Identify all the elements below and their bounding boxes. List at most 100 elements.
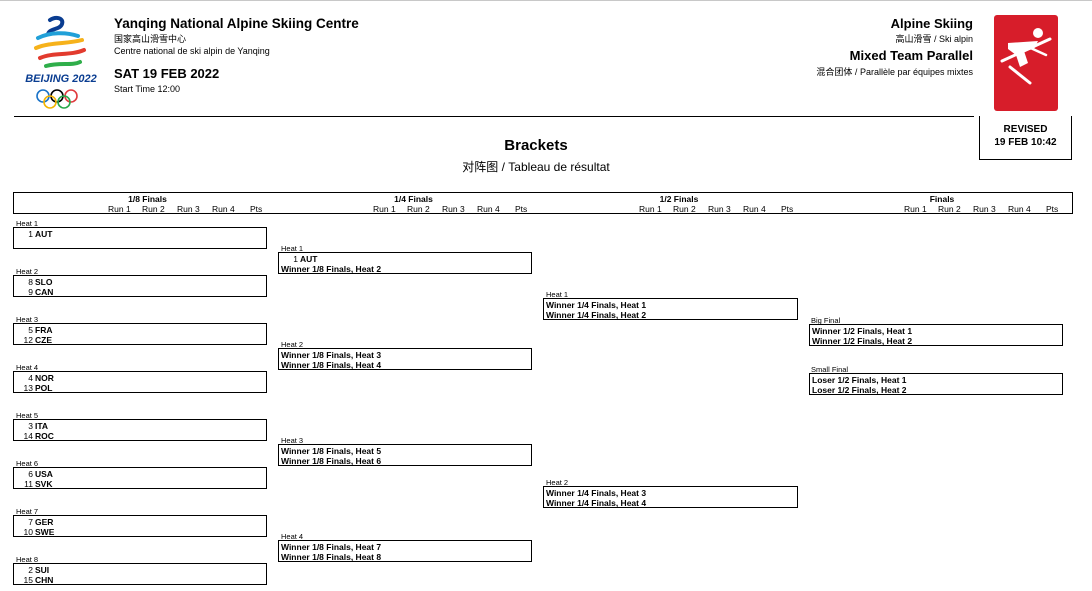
team: Loser 1/2 Finals, Heat 1 bbox=[812, 375, 907, 385]
col-header: Run 3 bbox=[177, 204, 200, 214]
team: CAN bbox=[35, 287, 54, 297]
col-header: Pts bbox=[1046, 204, 1059, 214]
sport-pictogram bbox=[994, 15, 1058, 111]
olympic-emblem-icon: BEIJING 2022 bbox=[25, 15, 97, 109]
alpine-skier-icon bbox=[1000, 28, 1052, 85]
col-header: Run 1 bbox=[108, 204, 131, 214]
revised-time: 19 FEB 10:42 bbox=[994, 137, 1057, 148]
seed: 11 bbox=[24, 479, 33, 489]
sport-title-fr: Ski alpin bbox=[938, 34, 973, 44]
col-header: Run 2 bbox=[673, 204, 696, 214]
competitor-line: Winner 1/8 Finals, Heat 7 bbox=[279, 542, 531, 552]
heat-box-semi-1: Winner 1/4 Finals, Heat 1 Winner 1/4 Fin… bbox=[543, 298, 798, 320]
heat-label: Big Final bbox=[811, 316, 841, 325]
competitor-line: Winner 1/8 Finals, Heat 6 bbox=[279, 456, 531, 466]
heat-label: Heat 2 bbox=[281, 340, 304, 349]
seed: 6 bbox=[28, 469, 33, 479]
heat-label: Heat 2 bbox=[546, 478, 569, 487]
competitor-line: Winner 1/8 Finals, Heat 2 bbox=[279, 264, 531, 274]
seed: 1 bbox=[28, 229, 33, 239]
round-name: 1/2 Finals bbox=[659, 194, 699, 204]
seed: 12 bbox=[23, 335, 33, 345]
round-name: 1/8 Finals bbox=[128, 194, 167, 204]
team: NOR bbox=[35, 373, 54, 383]
event-title-cn: 混合团体 / bbox=[816, 67, 860, 77]
team: ITA bbox=[35, 421, 49, 431]
seed: 10 bbox=[23, 527, 33, 537]
heat-label: Small Final bbox=[811, 365, 849, 374]
venue-title-cn: 国家高山滑雪中心 bbox=[114, 34, 187, 44]
heat-box-small-final: Loser 1/2 Finals, Heat 1 Loser 1/2 Final… bbox=[809, 373, 1063, 395]
heat-label: Heat 7 bbox=[16, 507, 39, 516]
team: SUI bbox=[35, 565, 50, 575]
team: FRA bbox=[35, 325, 53, 335]
page-subtitle: 对阵图 / Tableau de résultat bbox=[462, 160, 610, 174]
heat-label: Heat 5 bbox=[16, 411, 39, 420]
heat-label: Heat 4 bbox=[16, 363, 39, 372]
col-header: Run 1 bbox=[639, 204, 662, 214]
col-header: Run 2 bbox=[938, 204, 961, 214]
seed: 7 bbox=[28, 517, 33, 527]
team: Winner 1/8 Finals, Heat 3 bbox=[281, 350, 382, 360]
seed: 13 bbox=[23, 383, 33, 393]
event-title: Mixed Team Parallel bbox=[849, 48, 973, 63]
competitor-line: Winner 1/8 Finals, Heat 4 bbox=[279, 360, 531, 370]
team: POL bbox=[35, 383, 53, 393]
heat-label: Heat 3 bbox=[281, 436, 304, 445]
col-header: Run 1 bbox=[904, 204, 927, 214]
col-header: Run 3 bbox=[708, 204, 731, 214]
venue-title-fr: Centre national de ski alpin de Yanqing bbox=[114, 46, 270, 56]
seed: 8 bbox=[28, 277, 33, 287]
header-divider bbox=[14, 116, 974, 117]
round-name: Finals bbox=[929, 194, 955, 204]
round-header-finals: Finals Run 1 Run 2 Run 3 Run 4 Pts bbox=[812, 193, 1072, 214]
competitor-line: Winner 1/4 Finals, Heat 2 bbox=[544, 310, 797, 320]
team: Winner 1/8 Finals, Heat 6 bbox=[281, 456, 382, 466]
col-header: Run 2 bbox=[407, 204, 430, 214]
competitor-line: Winner 1/8 Finals, Heat 3 bbox=[279, 350, 531, 360]
team: Winner 1/2 Finals, Heat 1 bbox=[812, 326, 913, 336]
team: Winner 1/8 Finals, Heat 5 bbox=[281, 446, 382, 456]
round-header-bar: 1/8 Finals Run 1 Run 2 Run 3 Run 4 Pts 1… bbox=[13, 192, 1073, 214]
col-header: Run 1 bbox=[373, 204, 396, 214]
heat-label: Heat 6 bbox=[16, 459, 39, 468]
sport-title-cn: 高山滑雪 / bbox=[895, 34, 939, 44]
heat-label: Heat 1 bbox=[281, 244, 304, 253]
team: SVK bbox=[35, 479, 53, 489]
team: Winner 1/8 Finals, Heat 4 bbox=[281, 360, 382, 370]
heat-label: Heat 1 bbox=[16, 219, 39, 228]
col-header: Run 3 bbox=[973, 204, 996, 214]
team: CHN bbox=[35, 575, 54, 585]
round-header-semi: 1/2 Finals Run 1 Run 2 Run 3 Run 4 Pts bbox=[546, 193, 812, 214]
round-name: 1/4 Finals bbox=[394, 194, 433, 204]
event-title-fr: Parallèle par équipes mixtes bbox=[859, 67, 973, 77]
team: Winner 1/4 Finals, Heat 3 bbox=[546, 488, 647, 498]
competitor-line: Winner 1/4 Finals, Heat 3 bbox=[544, 488, 797, 498]
top-border bbox=[0, 0, 1092, 1]
col-header: Run 2 bbox=[142, 204, 165, 214]
team: ROC bbox=[35, 431, 54, 441]
competitor-line: Winner 1/2 Finals, Heat 2 bbox=[810, 336, 1062, 346]
seed: 14 bbox=[23, 431, 33, 441]
page-title: Brackets bbox=[504, 137, 568, 154]
team: Winner 1/8 Finals, Heat 8 bbox=[281, 552, 382, 562]
heat-box-big-final: Winner 1/2 Finals, Heat 1 Winner 1/2 Fin… bbox=[809, 324, 1063, 346]
col-header: Run 4 bbox=[743, 204, 766, 214]
competitor-line bbox=[14, 239, 266, 249]
sport-subtitle: 高山滑雪 / Ski alpin bbox=[895, 32, 973, 45]
event-date: SAT 19 FEB 2022 bbox=[114, 66, 220, 81]
heat-label: Heat 2 bbox=[16, 267, 39, 276]
